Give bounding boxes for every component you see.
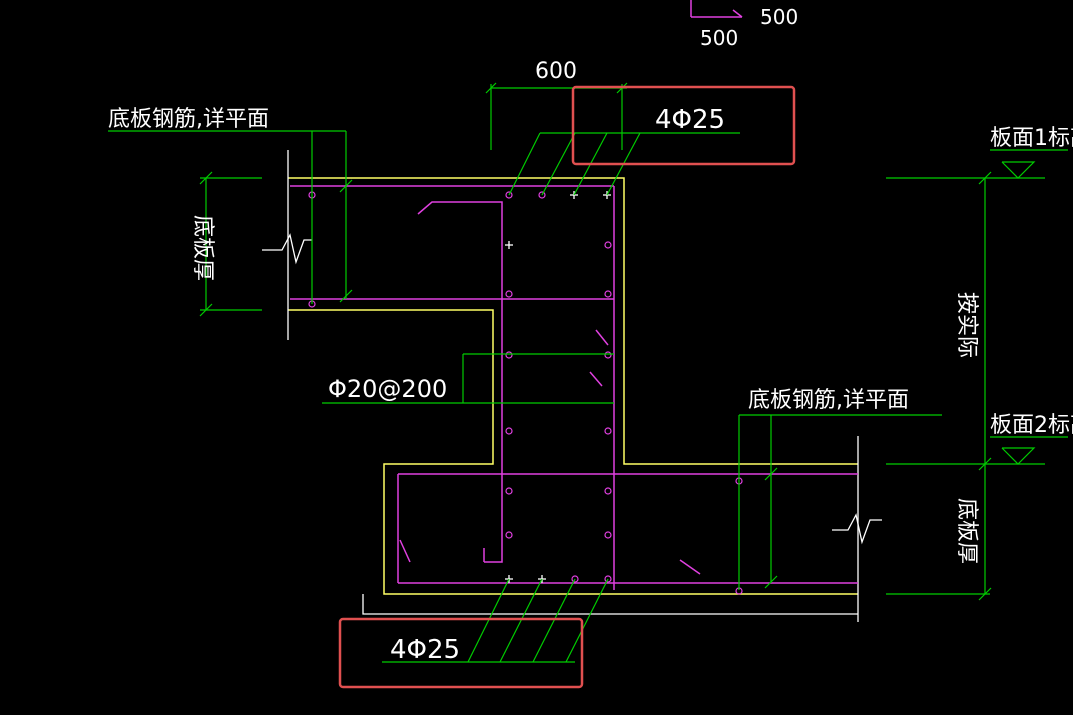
dim-600: 600 [535,59,577,84]
label-bottom-slab-rebar-top: 底板钢筋,详平面 [108,107,269,132]
label-rebar-bottom: 4Φ25 [390,635,460,665]
dim-500-b: 500 [700,26,738,50]
rebar-dots [308,191,743,595]
highlight-box-top [571,85,796,166]
label-stirrup: Φ20@200 [328,375,447,403]
leader-lines [108,130,1068,663]
rebar-lines [290,185,858,590]
cushion-layer [287,150,859,622]
dimension-600 [485,82,628,150]
label-slab-thickness-left: 底板厚 [190,215,215,281]
break-line-right [832,513,882,545]
break-line-left [262,233,312,265]
label-elevation-2: 板面2标高 [990,413,1073,438]
corner-bar-markers [505,191,611,583]
label-slab-thickness-right: 底板厚 [954,498,979,564]
concrete-outline [288,177,858,595]
highlight-box-bottom [338,617,584,689]
label-elevation-1: 板面1标高 [990,126,1073,151]
top-right-dimension [690,0,743,18]
dim-500-a: 500 [760,5,798,29]
label-bottom-slab-rebar-right: 底板钢筋,详平面 [748,388,909,413]
label-rebar-top: 4Φ25 [655,105,725,135]
label-per-actual: 按实际 [954,292,979,358]
